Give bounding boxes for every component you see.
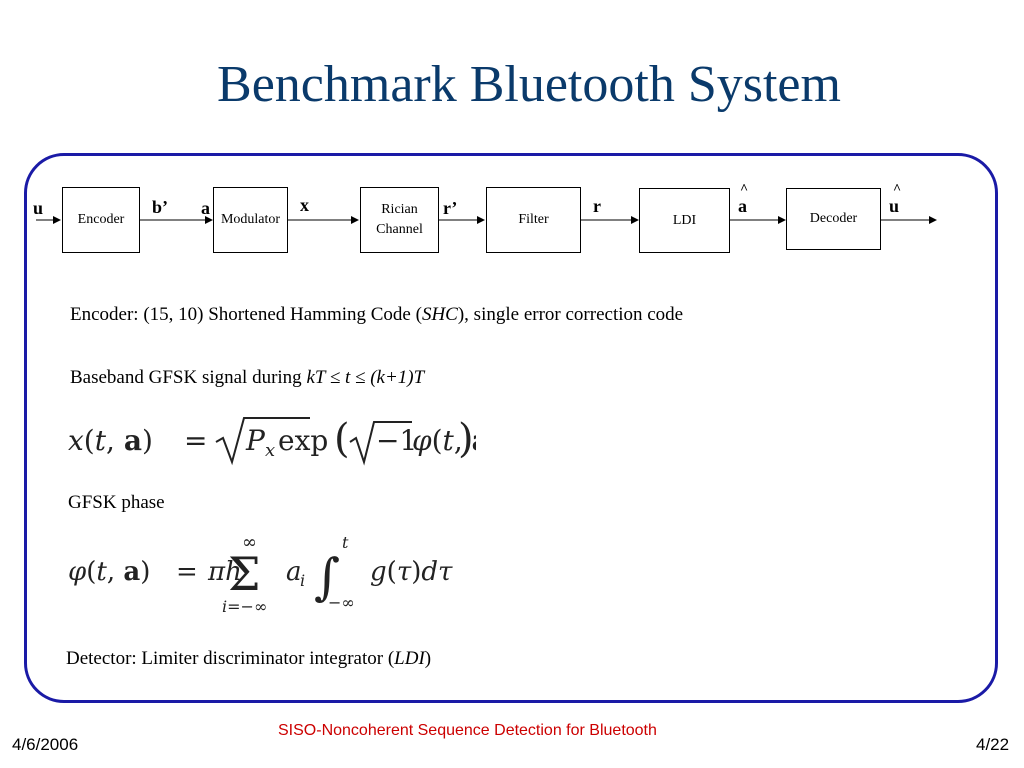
block-diagram-arrows [36,216,937,224]
svg-text:φ(t, a): φ(t, a) [412,424,476,457]
svg-text:x: x [265,440,275,461]
signal-a-hat: a [738,196,747,216]
svg-text:−1: −1 [376,424,417,457]
svg-text:a: a [286,557,302,587]
svg-text:∞: ∞ [242,532,257,553]
svg-text:): ) [458,416,474,462]
slide-title: Benchmark Bluetooth System [217,56,841,113]
signal-u-hat-mark: ^ [893,182,902,197]
svg-text:πh: πh [207,557,242,587]
decoder-block: Decoder [786,188,881,250]
signal-u-hat: u [889,196,900,216]
svg-text:=: = [176,557,198,587]
encoder-block: Encoder [62,187,140,253]
signal-x: x [300,195,309,215]
detector-description: Detector: Limiter discriminator integrat… [66,648,432,669]
svg-text:=: = [184,424,207,457]
signal-equation: x(t, a) = P x exp ( −1 φ(t, a) ) [68,416,476,466]
signal-r: r [593,196,601,216]
svg-text:Σ: Σ [228,547,261,601]
signal-u: u [33,198,44,218]
baseband-description: Baseband GFSK signal during kT ≤ t ≤ (k+… [70,367,425,388]
svg-text:i=−∞: i=−∞ [222,597,267,616]
svg-text:g(τ)dτ: g(τ)dτ [370,557,453,587]
signal-a: a [201,198,210,218]
signal-a-hat-mark: ^ [740,182,749,197]
svg-text:i: i [300,571,305,590]
svg-text:−∞: −∞ [328,593,355,612]
svg-text:t: t [342,533,349,552]
encoder-description: Encoder: (15, 10) Shortened Hamming Code… [70,304,684,325]
svg-text:P: P [245,424,266,457]
content-panel [24,153,998,703]
svg-text:x(t, a): x(t, a) [68,424,153,457]
svg-text:φ(t, a): φ(t, a) [68,557,150,587]
ldi-block: LDI [639,188,730,253]
footer-date: 4/6/2006 [12,735,79,754]
footer-page-number: 4/22 [976,735,1010,754]
signal-r-prime: r’ [443,198,458,218]
footer-title: SISO-Noncoherent Sequence Detection for … [278,722,657,739]
svg-text:exp: exp [278,424,328,457]
svg-text:(: ( [334,416,350,462]
svg-text:∫: ∫ [314,548,340,606]
filter-block: Filter [486,187,581,253]
modulator-block: Modulator [213,187,288,253]
gfsk-phase-label: GFSK phase [68,492,165,513]
rician-channel-block: Rician Channel [360,187,439,253]
signal-b-prime: b’ [152,197,169,217]
phase-equation: φ(t, a) = πh ∞ Σ i=−∞ a i ∫ t −∞ g(τ)dτ [68,532,453,616]
